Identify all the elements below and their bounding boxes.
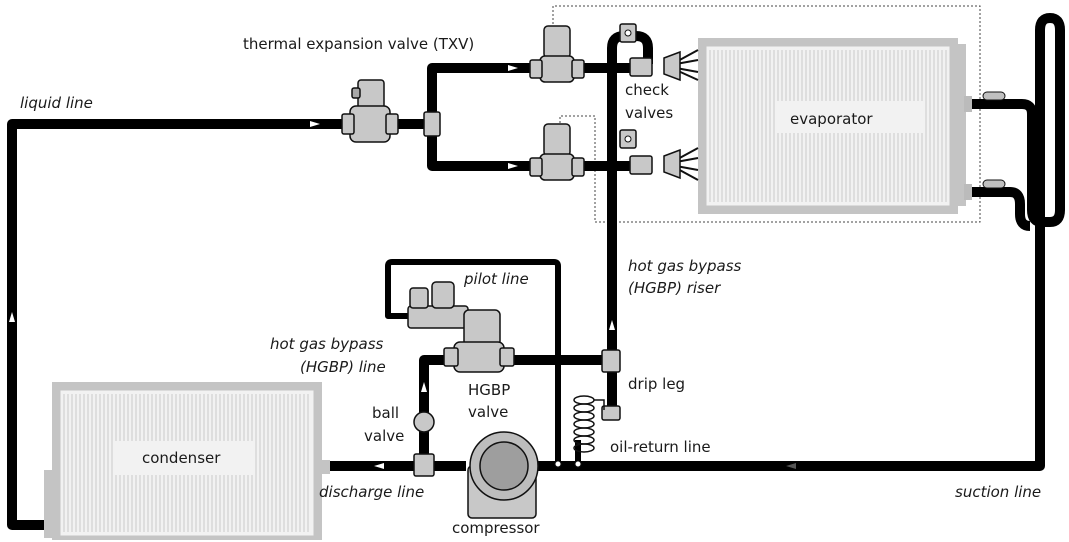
label-hgbp-riser-2: (HGBP) riser	[628, 279, 721, 297]
label-ball-valve-2: valve	[364, 427, 404, 445]
drip-leg-cap	[601, 405, 621, 421]
liquid-line-pipe	[7, 119, 430, 530]
label-ball-valve-1: ball	[372, 404, 399, 422]
condenser-coil	[44, 382, 330, 540]
label-liquid-line: liquid line	[20, 94, 93, 112]
label-oil-return-line: oil-return line	[610, 438, 711, 456]
label-suction-line: suction line	[955, 483, 1041, 501]
evaporator-outlet-lower	[970, 187, 1031, 231]
label-compressor: compressor	[452, 519, 540, 537]
label-txv: thermal expansion valve (TXV)	[243, 35, 474, 53]
compressor	[467, 431, 539, 519]
ball-valve	[413, 411, 435, 433]
txv-upper	[529, 25, 585, 83]
label-hgbp-valve-1: HGBP	[468, 381, 510, 399]
pilot-solenoid	[407, 281, 469, 329]
label-pilot-line: pilot line	[463, 270, 529, 288]
riser-tee	[601, 349, 621, 373]
txv-branch-pipe	[427, 63, 650, 171]
discharge-tee	[413, 453, 435, 477]
label-check-valves-1: check	[625, 81, 669, 99]
label-discharge-line: discharge line	[319, 483, 424, 501]
oil-return-connection	[574, 460, 582, 468]
evaporator-sensing-line	[552, 5, 981, 223]
pilot-line-pipe	[385, 259, 561, 462]
pilot-connection	[554, 460, 562, 468]
check-valve-lower	[619, 129, 653, 175]
label-evaporator: evaporator	[790, 110, 873, 128]
evaporator-coil	[663, 38, 1006, 214]
check-valve-upper	[619, 23, 653, 77]
label-hgbp-valve-2: valve	[468, 403, 508, 421]
label-hgbp-line-2: (HGBP) line	[300, 358, 386, 376]
txv-lower	[529, 123, 585, 181]
liquid-line-solenoid-valve	[341, 79, 399, 143]
label-hgbp-riser-1: hot gas bypass	[628, 257, 742, 275]
oil-return-coil	[573, 395, 605, 453]
label-condenser: condenser	[142, 449, 221, 467]
flow-arrows	[9, 65, 796, 469]
label-hgbp-line-1: hot gas bypass	[270, 335, 384, 353]
label-check-valves-2: valves	[625, 104, 673, 122]
label-drip-leg: drip leg	[628, 375, 685, 393]
hgbp-valve	[443, 309, 515, 373]
liquid-tee	[423, 111, 441, 137]
suction-line-pipe	[470, 13, 1065, 471]
